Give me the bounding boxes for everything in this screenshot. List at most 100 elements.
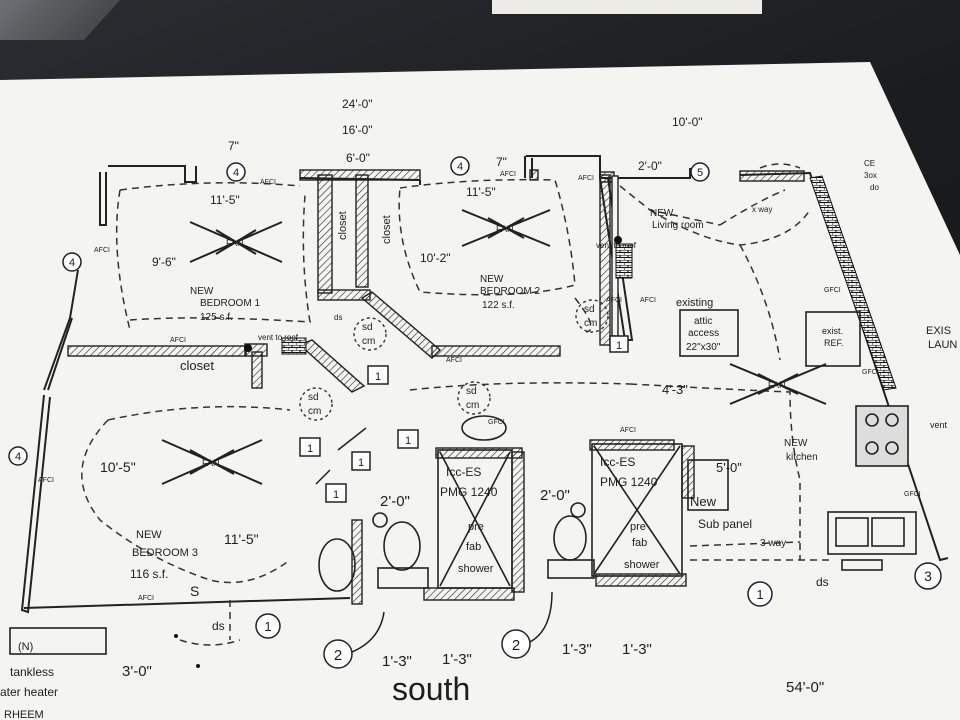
afci-symbol-8: AFCI	[606, 297, 622, 304]
note-exis: EXIS	[926, 325, 951, 337]
tag-number-1c: 1	[405, 435, 411, 447]
tag-number-1g: 1	[264, 619, 271, 634]
note-new-panel: New	[690, 494, 717, 509]
bedroom2-area: 122 s.f.	[482, 300, 515, 311]
room-labels: NEW BEDROOM 1 125 s.f. NEW BEDROOM 2 122…	[130, 208, 818, 581]
paper	[0, 62, 960, 720]
tag-number-4a: 4	[233, 167, 239, 179]
shower-b-fab: fab	[632, 537, 647, 549]
dim-2-0-top: 2'-0"	[638, 159, 662, 173]
note-three-way: 3 way	[760, 538, 786, 549]
shower-a-shower: shower	[458, 563, 494, 575]
kitchen-new: NEW	[784, 438, 808, 449]
black-dots	[174, 236, 622, 668]
tag-number-1a: 1	[375, 371, 381, 383]
heater-rheem: RHEEM	[4, 709, 44, 720]
fixtures	[9, 309, 917, 655]
dim-54-0: 54'-0"	[786, 679, 824, 696]
tag-number-1e: 1	[333, 489, 339, 501]
gfci-symbol-3: GFCI	[862, 369, 879, 376]
gfci-symbol-4: GFCI	[904, 491, 921, 498]
dim-1-3-c: 1'-3"	[562, 641, 592, 658]
afci-symbol-9: AFCI	[640, 297, 656, 304]
note-x-way: x way	[752, 205, 772, 214]
dim-5-0: 5'-0"	[716, 460, 742, 475]
leader-lines	[315, 427, 553, 653]
dim-7: 7"	[228, 139, 239, 153]
cm-label-1: cm	[362, 336, 375, 347]
tag-number-1d: 1	[358, 457, 364, 469]
afci-symbol-6: AFCI	[500, 171, 516, 178]
masonry	[281, 175, 897, 391]
note-access: access	[688, 328, 719, 339]
afci-symbol-4: AFCI	[38, 477, 54, 484]
closet-label-vertical-b: closet	[381, 215, 393, 244]
gfci-symbol-1: GFCI	[488, 419, 505, 426]
fan-label-1: FAN	[226, 238, 244, 248]
shower-a-cert: Icc-ES	[446, 465, 481, 479]
shower-a-fab: fab	[466, 541, 481, 553]
afci-symbol-2: AFCI	[94, 247, 110, 254]
switch-s-1: S	[190, 583, 199, 599]
bedroom1-new: NEW	[190, 286, 214, 297]
electrical-symbols: AFCI AFCI AFCI AFCI AFCI AFCI AFCI AFCI …	[38, 171, 921, 633]
cm-label-3: cm	[466, 400, 479, 411]
bedroom3-new: NEW	[136, 529, 162, 541]
bedroom2-name: BEDROOM 2	[480, 286, 540, 297]
tag-number-3: 3	[924, 568, 932, 584]
switch-ds-1: ds	[212, 619, 225, 633]
gfci-symbol-2: GFCI	[824, 287, 841, 294]
tag-number-1f: 1	[616, 340, 622, 352]
heater-tankless: tankless	[10, 665, 54, 679]
afci-symbol-3: AFCI	[170, 337, 186, 344]
note-exist: exist.	[822, 326, 843, 336]
fan-bedroom1	[189, 221, 283, 263]
fan-bedroom3	[161, 439, 263, 485]
tag-number-5: 5	[697, 167, 703, 179]
tag-markers	[8, 156, 942, 669]
note-top-right-c: do	[870, 183, 879, 192]
note-existing: existing	[676, 297, 713, 309]
note-top-right-b: 3ox	[864, 171, 877, 180]
dim-11-5-c: 11'-5"	[224, 531, 259, 547]
dim-11-5-a: 11'-5"	[210, 193, 240, 207]
dim-7b: 7"	[496, 155, 507, 169]
dim-9-6: 9'-6"	[152, 255, 176, 269]
afci-symbol-1: AFCI	[260, 179, 276, 186]
ceiling-fans	[161, 209, 827, 485]
dim-2-0-a: 2'-0"	[380, 493, 410, 510]
dim-6-0: 6'-0"	[346, 151, 370, 165]
cm-label-2: cm	[308, 406, 321, 417]
shower-b-pmg: PMG 1240	[600, 475, 658, 489]
tag-numbers: 1 1 1 1 1 1 1 1 4 4 4 4 5 3 2 2	[15, 161, 932, 664]
switch-ds-2: ds	[816, 575, 829, 589]
dim-2-0-b: 2'-0"	[540, 487, 570, 504]
fan-bedroom2	[461, 209, 551, 247]
fan-label-4: FAN	[768, 380, 786, 390]
dim-3-0: 3'-0"	[122, 663, 152, 680]
note-top-right-a: CE	[864, 159, 875, 168]
dim-24-0: 24'-0"	[342, 97, 373, 111]
plan-notes: vent to roof vent to roof existing attic…	[0, 159, 957, 720]
sd-label-4: sd	[584, 304, 595, 315]
bedroom2-new: NEW	[480, 274, 504, 285]
tag-number-4b: 4	[457, 161, 463, 173]
note-south: south	[392, 671, 470, 707]
circuit-runs	[81, 163, 830, 646]
tag-number-4c: 4	[69, 257, 75, 269]
bedroom1-name: BEDROOM 1	[200, 298, 260, 309]
living-new: NEW	[650, 208, 674, 219]
detector-circles	[299, 299, 609, 421]
tag-number-2a: 2	[334, 647, 342, 664]
closet-label-vertical-a: closet	[337, 211, 349, 240]
tag-number-1b: 1	[307, 443, 313, 455]
dim-11-5-b: 11'-5"	[466, 185, 496, 199]
shower-b-pre: pre	[630, 521, 646, 533]
shower-a-pre: pre	[468, 521, 484, 533]
dim-16-0: 16'-0"	[342, 123, 373, 137]
living-name: Living room	[652, 220, 704, 231]
sd-label-3: sd	[466, 386, 477, 397]
dim-10-5: 10'-5"	[100, 459, 136, 475]
bedroom3-area: 116 s.f.	[130, 567, 168, 581]
